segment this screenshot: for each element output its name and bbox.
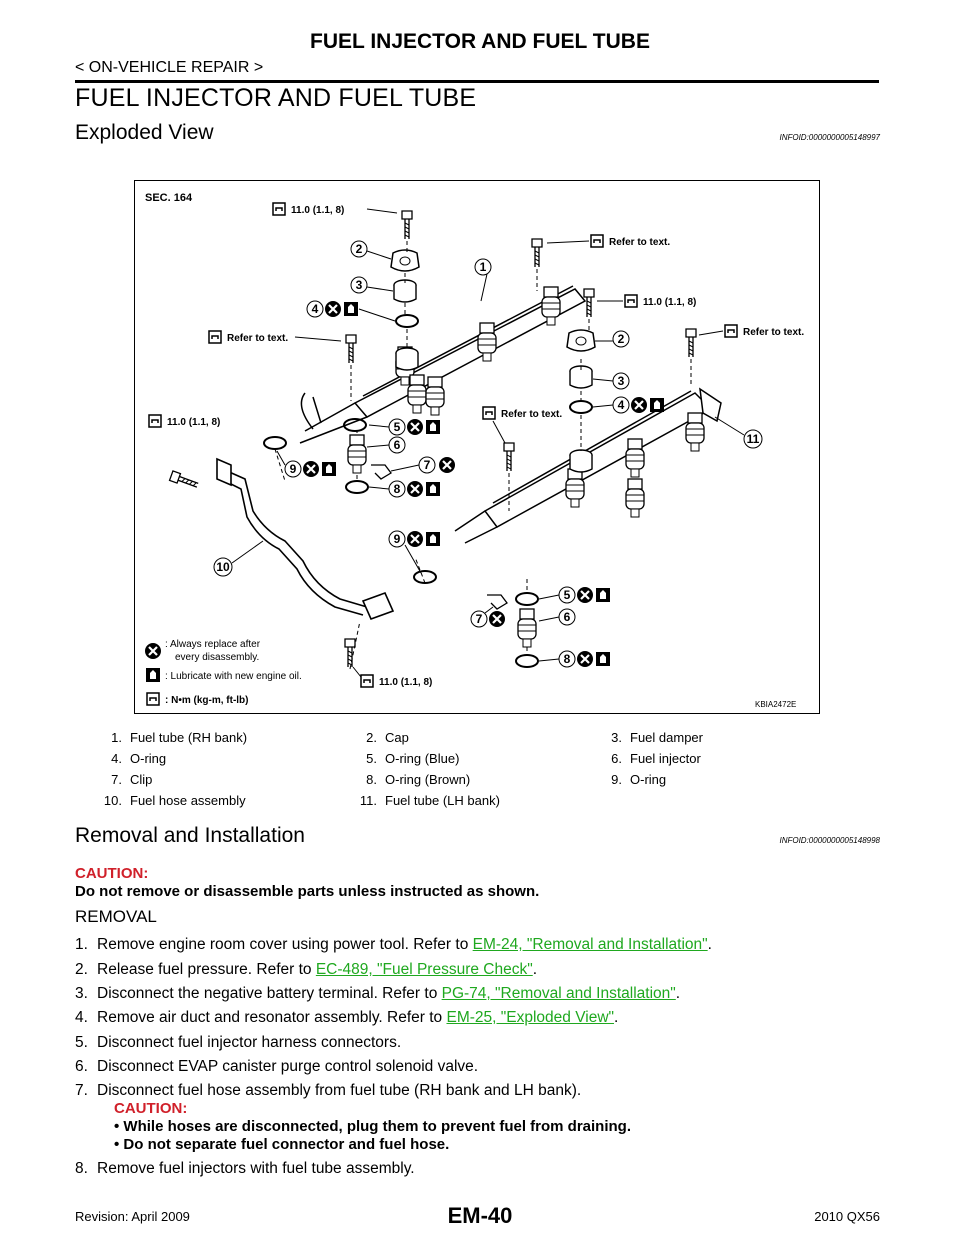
removal-infoid: INFOID:0000000005148998 bbox=[779, 836, 880, 845]
svg-text:10: 10 bbox=[216, 560, 230, 574]
step-3: 3.Disconnect the negative battery termin… bbox=[75, 985, 681, 1002]
callout-3b: 3 bbox=[592, 372, 630, 390]
callout-6b: 6 bbox=[538, 608, 576, 626]
callout-7a: 7 bbox=[390, 455, 457, 475]
caution-text: Do not remove or disassemble parts unles… bbox=[75, 883, 540, 900]
svg-text:8: 8 bbox=[394, 482, 401, 496]
callout-8a: 8 bbox=[368, 479, 440, 499]
svg-text:7: 7 bbox=[424, 458, 431, 472]
header-title: FUEL INJECTOR AND FUEL TUBE bbox=[310, 30, 650, 53]
callout-8b: 8 bbox=[538, 649, 610, 669]
page-heading: FUEL INJECTOR AND FUEL TUBE bbox=[75, 84, 477, 112]
svg-text:: Always replace after: : Always replace after bbox=[165, 639, 261, 650]
svg-text:: N•m (kg-m, ft-lb): : N•m (kg-m, ft-lb) bbox=[165, 695, 249, 706]
svg-text:Refer to text.: Refer to text. bbox=[743, 327, 804, 338]
legend-row: 4.O-ring 5.O-ring (Blue) 6.Fuel injector bbox=[111, 751, 701, 766]
svg-text:11.0 (1.1, 8): 11.0 (1.1, 8) bbox=[379, 677, 432, 688]
callout-7b: 7 bbox=[470, 606, 507, 629]
svg-text:1: 1 bbox=[480, 260, 487, 274]
torque-label-right: 11.0 (1.1, 8) bbox=[597, 294, 696, 308]
svg-text:7: 7 bbox=[476, 612, 483, 626]
svg-text:11.0 (1.1, 8): 11.0 (1.1, 8) bbox=[167, 417, 220, 428]
callout-2a: 2 bbox=[350, 240, 392, 260]
exploded-view-heading: Exploded View bbox=[75, 121, 214, 144]
svg-text:2: 2 bbox=[618, 332, 625, 346]
svg-text:6: 6 bbox=[564, 610, 571, 624]
svg-text:2: 2 bbox=[356, 242, 363, 256]
parts-legend: 1.Fuel tube (RH bank) 2.Cap 3.Fuel dampe… bbox=[100, 730, 840, 814]
callout-9b: 9 bbox=[388, 529, 440, 574]
legend-row: 1.Fuel tube (RH bank) 2.Cap 3.Fuel dampe… bbox=[111, 730, 703, 745]
symbol-legend: : Always replace after every disassembly… bbox=[143, 639, 796, 709]
step-8: 8.Remove fuel injectors with fuel tube a… bbox=[75, 1160, 415, 1177]
callout-5a: 5 bbox=[368, 417, 440, 437]
torque-label-refer-2: Refer to text. bbox=[208, 330, 342, 344]
callout-2b: 2 bbox=[595, 330, 630, 348]
link-em-24[interactable]: EM-24, "Removal and Installation" bbox=[472, 936, 708, 953]
step-7-caution-label: CAUTION: bbox=[114, 1100, 188, 1117]
svg-text:11.0 (1.1, 8): 11.0 (1.1, 8) bbox=[643, 297, 696, 308]
legend-row: 7.Clip 8.O-ring (Brown) 9.O-ring bbox=[111, 772, 667, 787]
step-4: 4.Remove air duct and resonator assembly… bbox=[75, 1009, 619, 1026]
step-7: 7.Disconnect fuel hose assembly from fue… bbox=[75, 1082, 582, 1099]
svg-text:5: 5 bbox=[564, 588, 571, 602]
caution-label: CAUTION: bbox=[75, 865, 149, 882]
torque-label-left: 11.0 (1.1, 8) bbox=[148, 414, 220, 428]
link-em-25[interactable]: EM-25, "Exploded View" bbox=[446, 1009, 615, 1026]
svg-text:9: 9 bbox=[394, 532, 401, 546]
callout-1: 1 bbox=[474, 258, 492, 302]
link-pg-74[interactable]: PG-74, "Removal and Installation" bbox=[441, 985, 676, 1002]
exploded-infoid: INFOID:0000000005148997 bbox=[779, 133, 880, 142]
exploded-view-figure: SEC. 164 bbox=[134, 180, 820, 714]
step-1: 1.Remove engine room cover using power t… bbox=[75, 936, 712, 953]
removal-installation-heading: Removal and Installation bbox=[75, 824, 305, 847]
torque-label-top: 11.0 (1.1, 8) bbox=[272, 202, 398, 216]
figure-code: KBIA2472E bbox=[755, 700, 796, 709]
torque-label-refer-4: Refer to text. bbox=[482, 406, 562, 444]
fig-sec-label: SEC. 164 bbox=[145, 192, 193, 204]
step-7-bullet-2: • Do not separate fuel connector and fue… bbox=[114, 1136, 450, 1153]
legend-row: 10.Fuel hose assembly 11.Fuel tube (LH b… bbox=[103, 793, 500, 808]
svg-text:3: 3 bbox=[356, 278, 363, 292]
callout-4a: 4 bbox=[306, 299, 396, 322]
link-ec-489[interactable]: EC-489, "Fuel Pressure Check" bbox=[315, 961, 533, 978]
callout-10: 10 bbox=[213, 540, 264, 577]
removal-heading: REMOVAL bbox=[75, 907, 157, 926]
svg-text:4: 4 bbox=[618, 398, 625, 412]
step-7-bullet-1: • While hoses are disconnected, plug the… bbox=[114, 1118, 631, 1135]
header-rule bbox=[75, 80, 879, 83]
svg-text:4: 4 bbox=[312, 302, 319, 316]
callout-6a: 6 bbox=[366, 436, 406, 454]
svg-text:5: 5 bbox=[394, 420, 401, 434]
torque-label-refer-3: Refer to text. bbox=[698, 324, 804, 338]
svg-text:Refer to text.: Refer to text. bbox=[227, 333, 288, 344]
svg-text:11: 11 bbox=[747, 432, 760, 446]
footer-model: 2010 QX56 bbox=[814, 1209, 880, 1224]
header-section: < ON-VEHICLE REPAIR > bbox=[75, 59, 264, 76]
svg-text:6: 6 bbox=[394, 438, 401, 452]
callout-5b: 5 bbox=[538, 585, 610, 605]
svg-text:11.0 (1.1, 8): 11.0 (1.1, 8) bbox=[291, 205, 344, 216]
callout-3a: 3 bbox=[350, 276, 394, 294]
fuel-hose-assembly bbox=[216, 457, 395, 621]
torque-label-refer-1: Refer to text. bbox=[546, 234, 670, 248]
svg-text:9: 9 bbox=[290, 462, 297, 476]
callout-11: 11 bbox=[714, 416, 763, 449]
callout-9a: 9 bbox=[276, 450, 336, 479]
step-2: 2.Release fuel pressure. Refer to EC-489… bbox=[75, 961, 538, 978]
callout-4b: 4 bbox=[592, 395, 664, 415]
footer-page-number: EM-40 bbox=[447, 1203, 513, 1228]
torque-label-bottom: 11.0 (1.1, 8) bbox=[352, 666, 432, 688]
svg-text:: Lubricate with new engine oi: : Lubricate with new engine oil. bbox=[165, 671, 302, 682]
svg-text:every disassembly.: every disassembly. bbox=[175, 652, 259, 663]
svg-text:8: 8 bbox=[564, 652, 571, 666]
svg-text:Refer to text.: Refer to text. bbox=[501, 409, 562, 420]
step-6: 6.Disconnect EVAP canister purge control… bbox=[75, 1058, 479, 1075]
footer-revision: Revision: April 2009 bbox=[75, 1209, 190, 1224]
svg-text:Refer to text.: Refer to text. bbox=[609, 237, 670, 248]
step-5: 5.Disconnect fuel injector harness conne… bbox=[75, 1034, 402, 1051]
svg-text:3: 3 bbox=[618, 374, 625, 388]
